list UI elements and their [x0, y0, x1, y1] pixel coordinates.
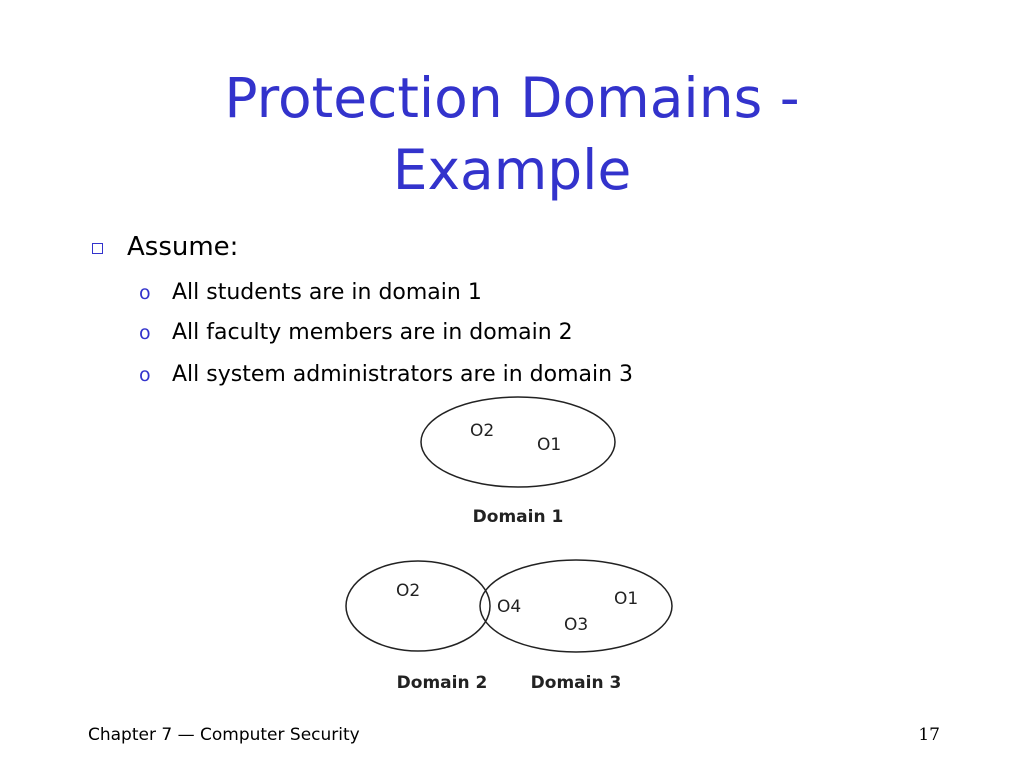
sub-bullet-1: All students are in domain 1 [172, 280, 482, 305]
circle-bullet-icon: o [139, 282, 151, 304]
circle-bullet-icon: o [139, 322, 151, 344]
protection-domains-diagram: O2 O1 Domain 1 O2 O4 O1 O3 Domain 2 Doma… [345, 396, 673, 693]
domain-1-ellipse [420, 396, 616, 488]
circle-bullet-icon: o [139, 364, 151, 386]
domain-1-object-o1: O1 [537, 435, 561, 455]
domain-1-object-o2: O2 [470, 421, 494, 441]
domain-3-object-o1: O1 [614, 589, 638, 609]
domain-3-ellipse [479, 559, 673, 653]
domain-3-object-o3: O3 [564, 615, 588, 635]
domain-2-object-o2: O2 [396, 581, 420, 601]
domain-2-ellipse [345, 560, 491, 652]
bullet-assume: Assume: [127, 232, 239, 262]
domain-2-label: Domain 2 [397, 673, 488, 693]
footer-chapter: Chapter 7 — Computer Security [88, 725, 360, 745]
domain-1-label: Domain 1 [473, 507, 564, 527]
domain-3-label: Domain 3 [531, 673, 622, 693]
slide-title: Protection Domains - Example [0, 62, 1024, 206]
page-number: 17 [918, 725, 940, 745]
square-bullet-icon [92, 243, 103, 254]
shared-object-o4: O4 [497, 597, 521, 617]
slide-title-line-1: Protection Domains - [224, 66, 800, 130]
sub-bullet-2: All faculty members are in domain 2 [172, 320, 573, 345]
slide-title-line-2: Example [392, 138, 632, 202]
sub-bullet-3: All system administrators are in domain … [172, 362, 634, 387]
